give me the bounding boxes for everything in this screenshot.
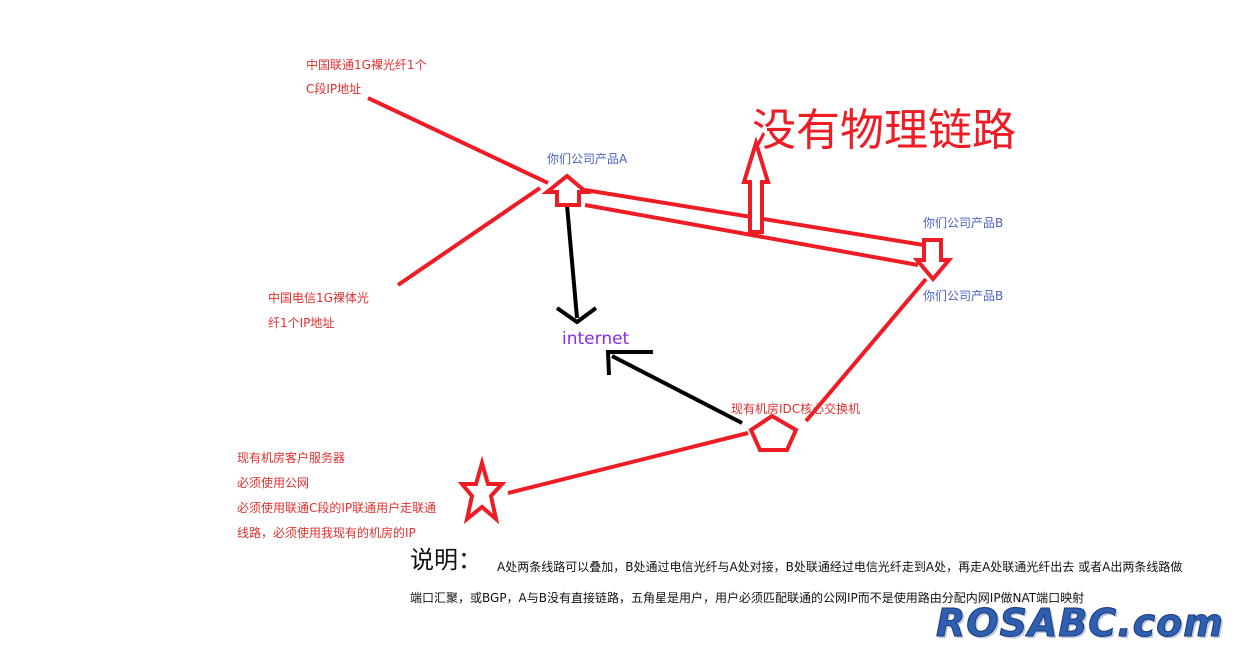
product-b-label-top: 你们公司产品B xyxy=(923,216,1004,230)
arrow-a-to-internet xyxy=(565,204,579,319)
telecom-label-line2: 纤1个IP地址 xyxy=(268,316,335,330)
telecom-label-line1: 中国电信1G裸体光 xyxy=(268,291,369,305)
product-a-arrow-icon xyxy=(541,173,592,207)
unicom-label-line1: 中国联通1G裸光纤1个 xyxy=(306,58,427,72)
unicom-fiber-line xyxy=(367,96,549,185)
arrow-a-to-internet-head xyxy=(555,306,598,325)
telecom-fiber-line xyxy=(396,186,542,287)
arrow-idc-to-internet-head xyxy=(605,350,653,376)
idc-switch-label: 现有机房IDC核心交换机 xyxy=(731,402,861,416)
internet-label: internet xyxy=(562,329,630,349)
unicom-label-line2: C段IP地址 xyxy=(306,82,362,96)
no-physical-link-label: 没有物理链路 xyxy=(752,105,1016,156)
servers-label-line4: 线路，必须使用我现有的机房的IP xyxy=(237,526,416,540)
idc-switch-pentagon-icon xyxy=(748,413,799,452)
b-to-idc-link xyxy=(804,277,928,423)
servers-label-line2: 必须使用公网 xyxy=(237,476,310,490)
note-title: 说明： xyxy=(410,546,482,574)
no-link-arrow-icon xyxy=(741,136,771,234)
servers-label-line1: 现有机房客户服务器 xyxy=(237,451,346,465)
note-line2: 端口汇聚，或BGP，A与B没有直接链路，五角星是用户，用户必须匹配联通的公网IP… xyxy=(410,591,1085,605)
product-b-arrow-icon xyxy=(912,238,954,283)
product-a-label: 你们公司产品A xyxy=(547,152,628,166)
a-to-b-link-bottom xyxy=(584,203,919,267)
watermark-logo: ROSABC.com xyxy=(936,601,1224,646)
note-line1: A处两条线路可以叠加，B处通过电信光纤与A处对接，B处联通经过电信光纤走到A处，… xyxy=(497,560,1183,574)
product-b-label-bottom: 你们公司产品B xyxy=(923,289,1004,303)
user-star-icon xyxy=(457,455,507,525)
idc-to-user-link xyxy=(507,431,749,495)
servers-label-line3: 必须使用联通C段的IP联通用户走联通 xyxy=(237,501,437,515)
arrow-idc-to-internet xyxy=(611,354,743,425)
